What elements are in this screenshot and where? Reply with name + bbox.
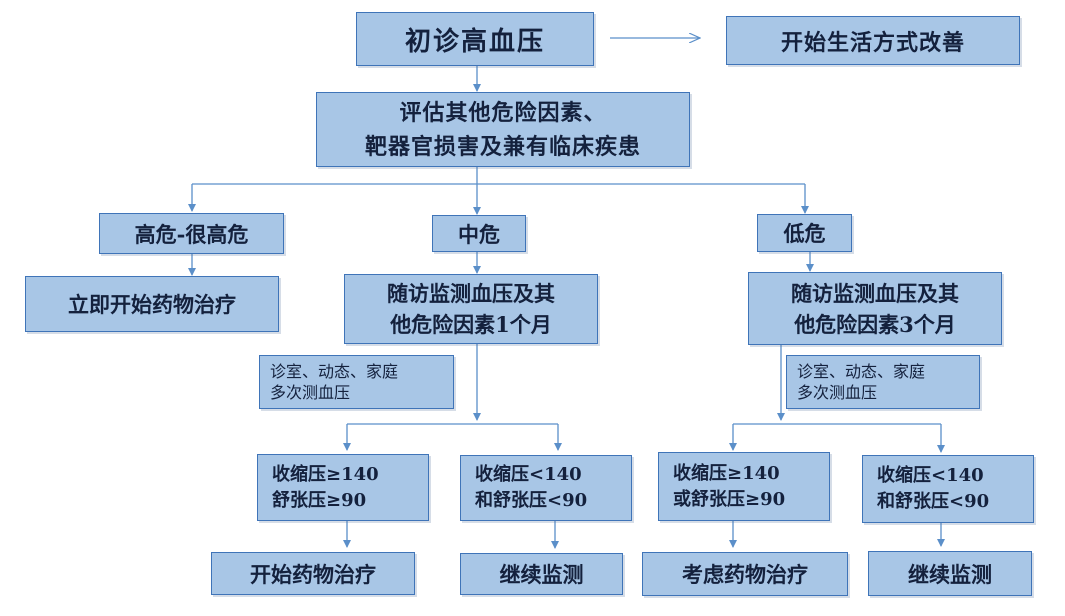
- lifestyle-improvement-label: 开始生活方式改善: [780, 29, 965, 56]
- continue-monitor-mid-label: 继续监测: [499, 562, 584, 587]
- mid-risk-box: 中危: [432, 215, 526, 252]
- followup-mid-box: 随访监测血压及其 他危险因素1个月: [344, 274, 598, 344]
- low-condition-high-line-2: 或舒张压≥90: [673, 488, 786, 510]
- assess-risk-line-2: 靶器官损害及兼有临床疾患: [364, 133, 641, 160]
- low-condition-high-line-1: 收缩压≥140: [673, 462, 780, 484]
- continue-monitor-low-label: 继续监测: [908, 561, 992, 587]
- measurement-note-mid-line-2: 多次测血压: [270, 383, 351, 402]
- mid-condition-low-line-1: 收缩压<140: [475, 464, 582, 485]
- measurement-note-low: 诊室、动态、家庭 多次测血压: [786, 355, 980, 409]
- measurement-note-low-line-1: 诊室、动态、家庭: [797, 362, 926, 381]
- initial-hypertension-box: 初诊高血压: [356, 12, 594, 66]
- lifestyle-improvement-box: 开始生活方式改善: [726, 16, 1020, 65]
- high-risk-box: 高危-很高危: [99, 213, 284, 254]
- low-condition-low-line-2: 和舒张压<90: [877, 491, 990, 512]
- measurement-note-low-line-2: 多次测血压: [797, 383, 878, 402]
- mid-condition-high-line-2: 舒张压≥90: [272, 489, 367, 511]
- initial-hypertension-label: 初诊高血压: [404, 26, 545, 57]
- high-risk-label: 高危-很高危: [134, 221, 249, 247]
- immediate-drug-box: 立即开始药物治疗: [25, 276, 279, 332]
- start-drug-box: 开始药物治疗: [211, 552, 415, 595]
- low-condition-high-box: 收缩压≥140 或舒张压≥90: [658, 452, 830, 521]
- consider-drug-label: 考虑药物治疗: [682, 562, 808, 587]
- followup-low-box: 随访监测血压及其 他危险因素3个月: [748, 272, 1002, 345]
- low-risk-box: 低危: [757, 214, 852, 252]
- measurement-note-mid-line-1: 诊室、动态、家庭: [270, 362, 399, 381]
- low-condition-low-box: 收缩压<140 和舒张压<90: [862, 455, 1034, 523]
- followup-low-line-1: 随访监测血压及其: [791, 280, 959, 306]
- mid-risk-label: 中危: [458, 221, 500, 247]
- mid-condition-high-box: 收缩压≥140 舒张压≥90: [257, 454, 429, 521]
- followup-mid-line-1: 随访监测血压及其: [387, 281, 555, 306]
- mid-condition-low-box: 收缩压<140 和舒张压<90: [460, 455, 632, 521]
- mid-condition-low-line-2: 和舒张压<90: [475, 490, 588, 511]
- measurement-note-mid: 诊室、动态、家庭 多次测血压: [259, 355, 454, 409]
- consider-drug-box: 考虑药物治疗: [642, 552, 848, 596]
- continue-monitor-low-box: 继续监测: [868, 551, 1032, 596]
- assess-risk-box: 评估其他危险因素、 靶器官损害及兼有临床疾患: [316, 92, 690, 167]
- followup-mid-line-2: 他危险因素1个月: [390, 312, 552, 337]
- continue-monitor-mid-box: 继续监测: [460, 553, 623, 595]
- mid-condition-high-line-1: 收缩压≥140: [272, 463, 379, 485]
- low-condition-low-line-1: 收缩压<140: [877, 465, 984, 486]
- assess-risk-line-1: 评估其他危险因素、: [399, 99, 607, 126]
- start-drug-label: 开始药物治疗: [250, 561, 376, 587]
- low-risk-label: 低危: [783, 221, 826, 246]
- immediate-drug-label: 立即开始药物治疗: [68, 292, 236, 317]
- followup-low-line-2: 他危险因素3个月: [794, 311, 956, 337]
